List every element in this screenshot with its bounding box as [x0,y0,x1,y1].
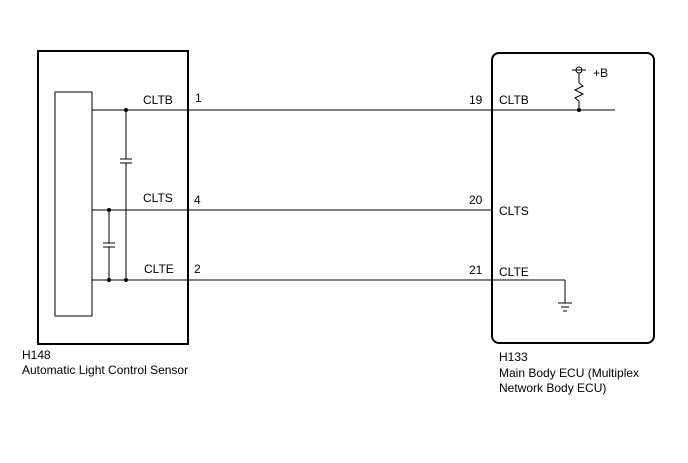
right-signal-label-cltb: CLTB [499,93,529,107]
left-signal-label-clte: CLTE [144,262,174,276]
junction-dot [577,108,581,112]
left-pin-number-2: 2 [194,262,201,276]
supply-label: +B [593,66,608,80]
resistor-icon [573,82,585,102]
junction-dot [107,208,111,212]
right-component-name-line2: Network Body ECU) [499,381,606,395]
left-connector-id: H148 [22,348,51,362]
right-signal-label-clte: CLTE [499,265,529,279]
right-pin-number-19: 19 [469,93,483,107]
right-connector-id: H133 [499,350,528,364]
right-pin-number-21: 21 [469,263,483,277]
right-pin-number-20: 20 [469,193,483,207]
left-signal-label-clts: CLTS [143,191,173,205]
left-pin-number-4: 4 [194,193,201,207]
left-component-name: Automatic Light Control Sensor [22,363,188,377]
right-signal-label-clts: CLTS [499,204,529,218]
light-control-sensor-box [37,50,189,345]
junction-dot [107,278,111,282]
right-component-name-line1: Main Body ECU (Multiplex [499,366,639,380]
junction-dot [124,108,128,112]
left-pin-number-1: 1 [195,91,202,105]
left-signal-label-cltb: CLTB [143,93,173,107]
sensor-element [54,91,93,317]
main-body-ecu-box [491,52,655,344]
junction-dot [124,278,128,282]
